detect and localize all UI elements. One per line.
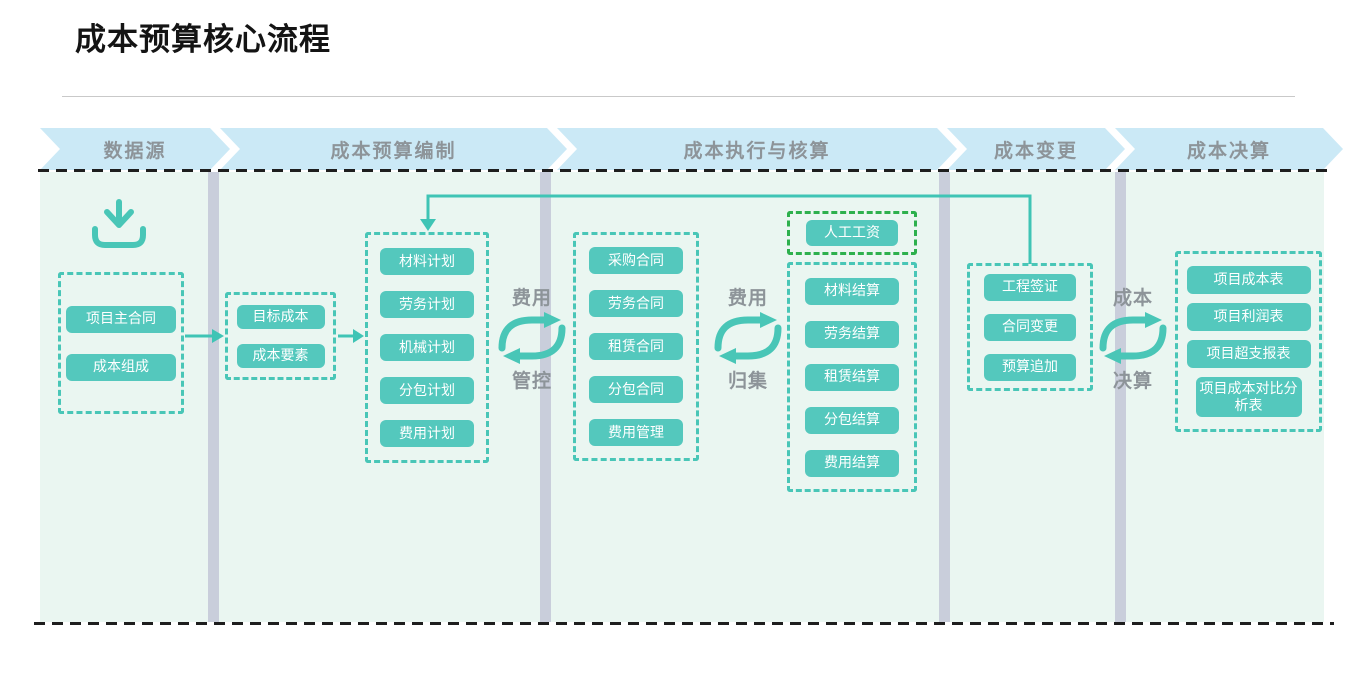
node-engineering-visa: 工程签证 (984, 273, 1076, 301)
node-subcontract-contract: 分包合同 (589, 376, 683, 403)
column-separator (540, 172, 551, 622)
cycle-cost-final: 成本 决算 (1091, 283, 1175, 393)
datasource-group: 项目主合同 成本组成 (58, 272, 184, 414)
column-separator (939, 172, 950, 622)
node-expense-settlement: 费用结算 (805, 449, 899, 477)
column-separator (1115, 172, 1126, 622)
node-labor-settlement: 劳务结算 (805, 320, 899, 348)
node-labor-contract: 劳务合同 (589, 290, 683, 317)
node-material-settlement: 材料结算 (805, 277, 899, 305)
cycle-expense-collection: 费用 归集 (706, 283, 790, 393)
node-overspend-report: 项目超支报表 (1186, 340, 1311, 368)
stage-label: 成本预算编制 (330, 140, 457, 162)
stage-final-accounts: 成本决算 (1115, 128, 1343, 170)
labor-wage-group: 人工工资 (787, 211, 917, 255)
stage-execution-accounting: 成本执行与核算 (557, 128, 957, 170)
node-expense-management: 费用管理 (589, 419, 683, 446)
node-contract-change: 合同变更 (984, 313, 1076, 341)
node-project-cost-table: 项目成本表 (1186, 266, 1311, 294)
board-bottom-dashed-line (34, 622, 1334, 625)
cycle-arrows-icon (1099, 312, 1167, 364)
stage-label: 成本决算 (1186, 140, 1271, 162)
cycle-bottom-label: 决算 (1112, 371, 1153, 392)
node-main-contract: 项目主合同 (66, 305, 176, 333)
reports-group: 项目成本表 项目利润表 项目超支报表 项目成本对比分析表 (1175, 251, 1322, 432)
stage-data-source: 数据源 (40, 128, 230, 170)
cycle-top-label: 成本 (1112, 288, 1153, 309)
cost-change-group: 工程签证 合同变更 预算追加 (967, 263, 1093, 391)
node-purchase-contract: 采购合同 (589, 247, 683, 274)
cycle-top-label: 费用 (511, 288, 552, 309)
board-top-dashed-line (38, 169, 1332, 172)
node-labor-wage: 人工工资 (806, 220, 898, 246)
stage-label: 数据源 (103, 140, 167, 162)
node-lease-contract: 租赁合同 (589, 333, 683, 360)
node-machinery-plan: 机械计划 (380, 334, 474, 361)
node-lease-settlement: 租赁结算 (805, 363, 899, 391)
stage-label: 成本执行与核算 (683, 140, 831, 162)
cycle-expense-control: 费用 管控 (490, 283, 574, 393)
node-cost-composition: 成本组成 (66, 353, 176, 381)
node-labor-plan: 劳务计划 (380, 291, 474, 318)
stage-cost-change: 成本变更 (947, 128, 1125, 170)
budget-plans-group: 材料计划 劳务计划 机械计划 分包计划 费用计划 (365, 232, 489, 463)
column-separator (208, 172, 219, 622)
node-target-cost: 目标成本 (236, 304, 325, 329)
cycle-bottom-label: 管控 (511, 371, 552, 392)
node-cost-elements: 成本要素 (236, 343, 325, 368)
cycle-arrows-icon (714, 312, 782, 364)
cycle-arrows-icon (498, 312, 566, 364)
cycle-bottom-label: 归集 (727, 371, 768, 392)
settlements-group: 材料结算 劳务结算 租赁结算 分包结算 费用结算 (787, 262, 917, 492)
node-budget-addition: 预算追加 (984, 353, 1076, 381)
contracts-group: 采购合同 劳务合同 租赁合同 分包合同 费用管理 (573, 232, 699, 461)
node-subcontract-plan: 分包计划 (380, 377, 474, 404)
node-expense-plan: 费用计划 (380, 420, 474, 447)
download-icon (92, 199, 146, 248)
cycle-top-label: 费用 (727, 288, 768, 309)
title-divider (62, 96, 1295, 97)
stage-budget-preparation: 成本预算编制 (220, 128, 567, 170)
node-material-plan: 材料计划 (380, 248, 474, 275)
page-title: 成本预算核心流程 (75, 22, 331, 57)
node-project-profit-table: 项目利润表 (1186, 303, 1311, 331)
node-cost-comparison-table: 项目成本对比分析表 (1195, 377, 1302, 417)
stage-label: 成本变更 (993, 140, 1078, 162)
target-cost-group: 目标成本 成本要素 (225, 292, 336, 380)
node-subcontract-settlement: 分包结算 (805, 406, 899, 434)
